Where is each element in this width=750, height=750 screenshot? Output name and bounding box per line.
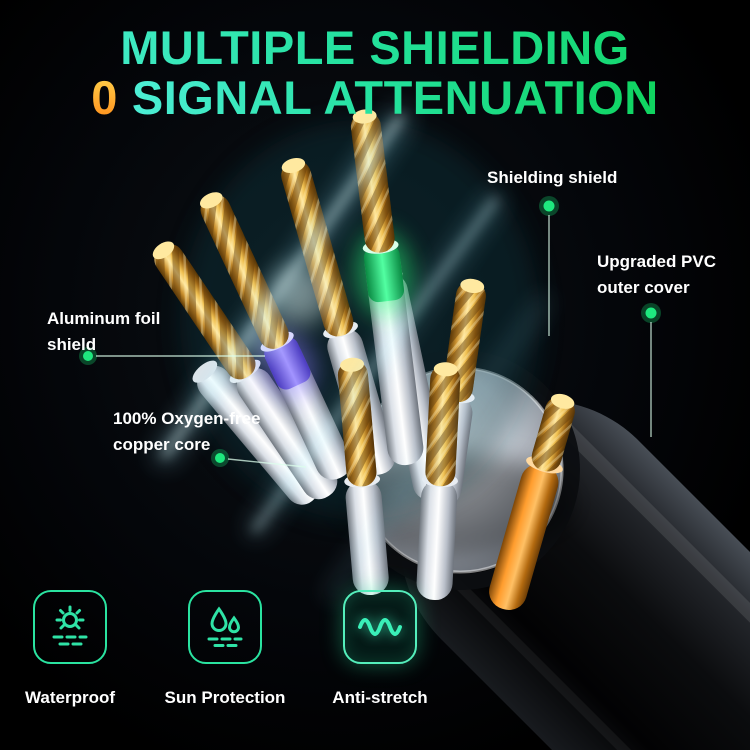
wave-icon bbox=[358, 618, 402, 636]
feature-label: Sun Protection bbox=[164, 688, 286, 707]
feature-card-sun-protection: Sun Protection bbox=[158, 590, 292, 708]
callout-line-copper-core bbox=[211, 449, 307, 468]
feature-label: Anti-stretch bbox=[332, 688, 428, 707]
callout-markers bbox=[79, 196, 661, 468]
feature-card-waterproof: Waterproof bbox=[3, 590, 137, 708]
feature-card-anti-stretch: Anti-stretch bbox=[313, 590, 447, 708]
water-drops-icon bbox=[207, 606, 243, 647]
callout-copper-core: 100% Oxygen-free copper core bbox=[113, 409, 261, 454]
callout-shielding-shield: Shielding shield bbox=[487, 168, 618, 187]
wire-pair-4-green bbox=[350, 109, 424, 466]
feature-box bbox=[33, 590, 107, 664]
callout-line-aluminum-foil bbox=[79, 347, 265, 365]
wire-insulation bbox=[416, 480, 458, 601]
headline-line1: MULTIPLE SHIELDING bbox=[0, 24, 750, 71]
green-band bbox=[363, 245, 405, 303]
wire-insulation bbox=[236, 367, 338, 500]
callout-line-pvc-outer-cover bbox=[641, 303, 661, 437]
callout-line-shielding-shield bbox=[539, 196, 559, 336]
feature-label: Waterproof bbox=[24, 688, 116, 707]
orange-insulation bbox=[489, 463, 559, 611]
callout-aluminum-foil-shield: Aluminum foil shield bbox=[47, 309, 161, 354]
light-streaks bbox=[154, 107, 551, 601]
purple-band bbox=[264, 337, 311, 390]
feature-box bbox=[188, 590, 262, 664]
wire-pair-8-orange bbox=[489, 393, 575, 611]
sun-icon bbox=[52, 605, 88, 646]
callout-pvc-outer-cover: Upgraded PVC outer cover bbox=[597, 252, 717, 297]
headline-line2-text: SIGNAL ATTENUATION bbox=[131, 71, 659, 124]
zero-digit: 0 bbox=[91, 71, 118, 124]
feature-box bbox=[343, 590, 417, 664]
